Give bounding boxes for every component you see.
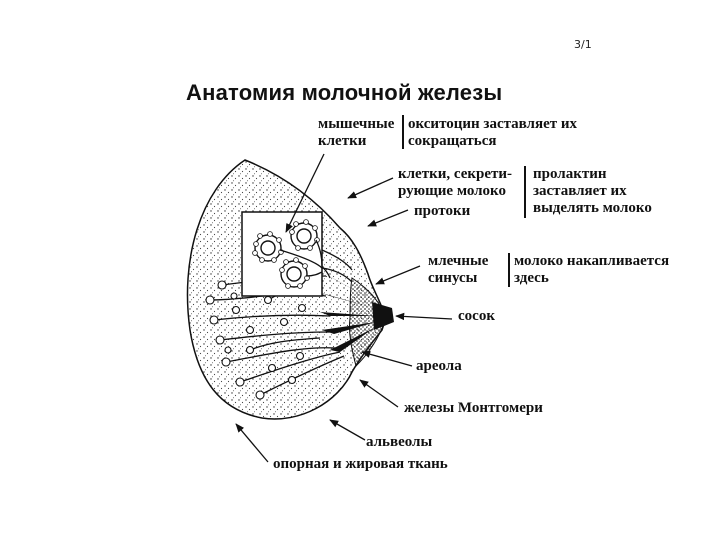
nipple-label: сосок	[458, 308, 495, 325]
support-tissue-label: опорная и жировая ткань	[273, 456, 448, 473]
alveoli-label: альвеолы	[366, 434, 432, 451]
oxytocin-note: окситоцин заставляет их сокращаться	[408, 116, 577, 150]
secreting-cells-label: клетки, секрети- рующие молоко	[398, 166, 512, 200]
sinus-note: молоко накапливается здесь	[514, 253, 669, 287]
areola-label: ареола	[416, 358, 462, 375]
bracket-prolactin-note	[524, 166, 526, 218]
milk-sinuses-label: млечные синусы	[428, 253, 488, 287]
muscle-cells-label: мышечные клетки	[318, 116, 394, 150]
prolactin-note: пролактин заставляет их выделять молоко	[533, 166, 652, 217]
montgomery-glands-label: железы Монтгомери	[404, 400, 543, 417]
bracket-sinus-note	[508, 253, 510, 287]
ducts-label: протоки	[414, 203, 470, 220]
bracket-muscle-note	[402, 115, 404, 149]
